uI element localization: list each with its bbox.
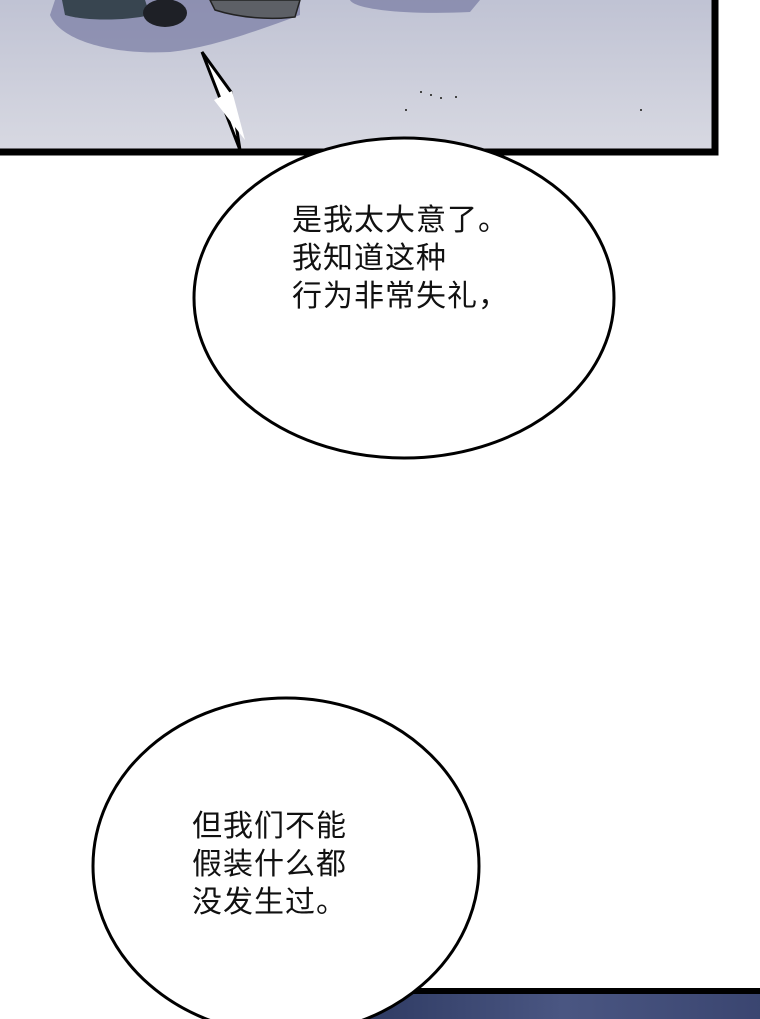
bubble-line: 我知道这种 — [292, 241, 447, 276]
bubble-line: 但我们不能 — [192, 809, 347, 844]
bubble-line: 没发生过。 — [192, 885, 347, 920]
bubble-2-text: 但我们不能 假装什么都 没发生过。 — [192, 808, 347, 922]
bubble-line: 行为非常失礼， — [292, 279, 509, 314]
boot — [143, 0, 187, 27]
bubble-1-text: 是我太大意了。 我知道这种 行为非常失礼， — [292, 202, 509, 316]
snow-flecks — [405, 91, 642, 111]
figure-robe — [209, 0, 301, 20]
speech-bubble-2 — [91, 696, 481, 1019]
top-panel — [0, 0, 719, 156]
bottom-panel — [357, 988, 760, 1019]
bubble-line: 假装什么都 — [192, 847, 347, 882]
bubble-line: 是我太大意了。 — [292, 203, 509, 238]
figure-leg — [62, 0, 150, 20]
speech-bubble-1 — [192, 51, 616, 460]
figure-shadow — [350, 0, 480, 13]
